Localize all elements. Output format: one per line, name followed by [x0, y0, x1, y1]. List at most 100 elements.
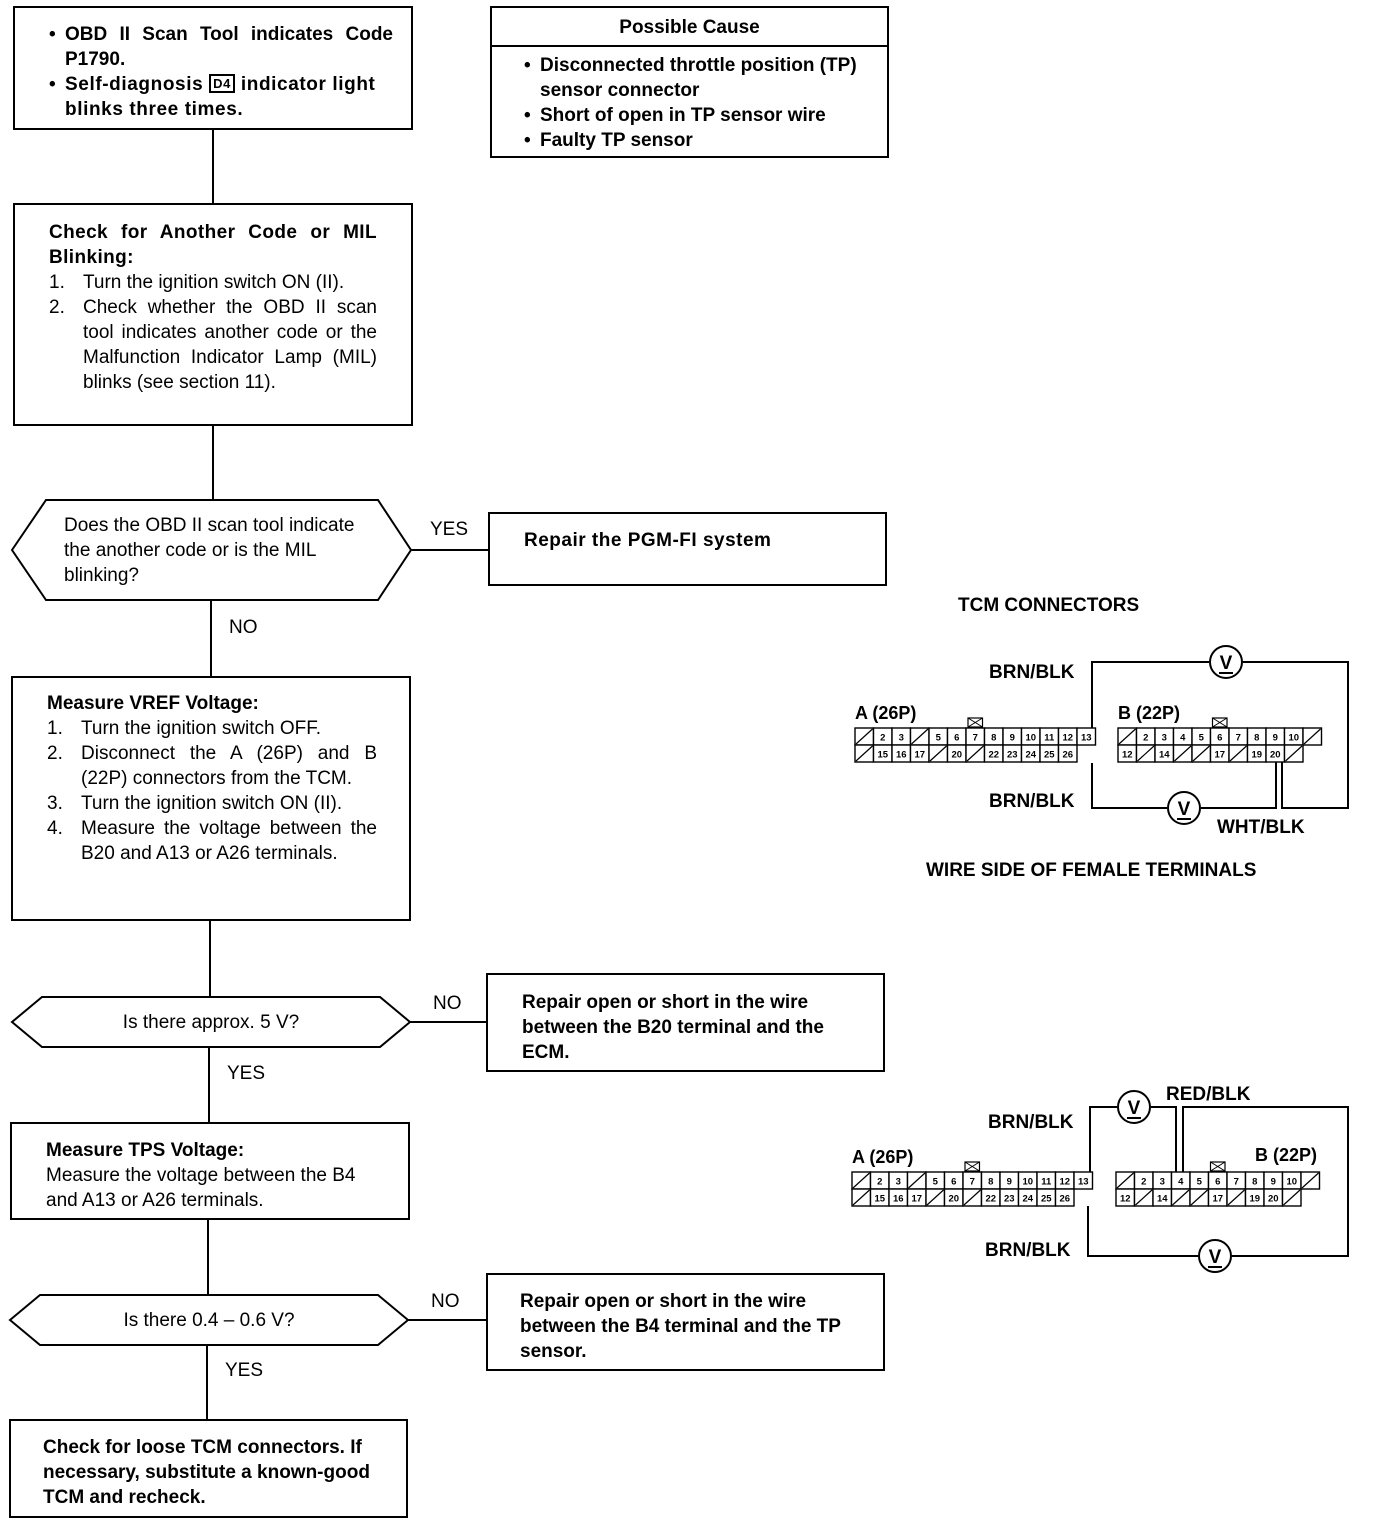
vref-title: Measure VREF Voltage:: [47, 693, 259, 714]
diagram1-caption: WIRE SIDE OF FEMALE TERMINALS: [926, 860, 1256, 881]
terminal-label: 20: [1270, 750, 1281, 761]
terminal-cell: [1076, 727, 1097, 746]
terminal-label: 17: [914, 750, 925, 761]
decision3-shape: [8, 1294, 410, 1346]
terminal-label: 15: [877, 750, 888, 761]
step-number: 3.: [47, 793, 63, 814]
diagram2-conn-b-label: B (22P): [1255, 1145, 1317, 1165]
empty-terminal-slash: [855, 745, 873, 762]
step-text: Turn the ignition switch OFF.: [81, 718, 322, 739]
terminal-label: 17: [1214, 750, 1225, 761]
voltmeter-top-glyph: V: [1220, 653, 1233, 674]
terminal-label: 17: [911, 1194, 922, 1205]
terminal-label: 2: [1141, 1177, 1146, 1188]
terminal-label: 5: [936, 733, 942, 744]
possible-cause-title: Possible Cause: [492, 8, 887, 47]
check-step: 2. Check whether the OBD II scan tool in…: [49, 295, 377, 395]
terminal-label: 16: [893, 1194, 904, 1205]
repair-b20-text: Repair open or short in the wire between…: [522, 992, 824, 1063]
terminal-label: 4: [1178, 1177, 1184, 1188]
diagram1-wire-bottom-label: BRN/BLK: [989, 791, 1075, 812]
empty-terminal-slash: [1227, 1189, 1245, 1206]
terminal-label: 8: [988, 1177, 993, 1188]
diagram1-voltmeter-bottom: V: [1167, 791, 1201, 825]
empty-terminal-slash: [926, 1189, 944, 1206]
terminal-label: 16: [896, 750, 907, 761]
repair-b4-box: Repair open or short in the wire between…: [486, 1273, 885, 1371]
diagram1-voltmeter-top: V: [1209, 645, 1243, 679]
terminal-cell: [1054, 1188, 1075, 1207]
decision2-yes-label: YES: [227, 1063, 266, 1084]
terminal-label: 13: [1078, 1177, 1089, 1188]
terminal-label: 3: [1160, 1177, 1165, 1188]
terminal-label: 2: [1143, 733, 1148, 744]
repair-b4-text: Repair open or short in the wire between…: [520, 1291, 841, 1362]
terminal-label: 22: [988, 750, 999, 761]
decision2-shape: [10, 996, 412, 1048]
diagram2-wire-bottom-label: BRN/BLK: [985, 1240, 1071, 1261]
terminal-label: 5: [933, 1177, 939, 1188]
diagram1-wire-right-label: WHT/BLK: [1217, 817, 1305, 838]
check-code-box: Check for Another Code or MIL Blinking: …: [13, 203, 413, 426]
empty-terminal-slash: [1172, 1189, 1190, 1206]
lock-tab-cross: [1212, 717, 1228, 728]
terminal-label: 14: [1157, 1194, 1168, 1205]
vref-step: 4. Measure the voltage between the B20 a…: [47, 816, 377, 866]
terminal-label: 10: [1288, 733, 1299, 744]
decision3-no-label: NO: [431, 1291, 460, 1312]
diagram2-red-label: RED/BLK: [1166, 1084, 1251, 1105]
terminal-label: 26: [1059, 1194, 1070, 1205]
terminal-label: 20: [951, 750, 962, 761]
step-text: Turn the ignition switch ON (II).: [81, 793, 343, 814]
voltmeter-bottom-glyph: V: [1209, 1247, 1222, 1268]
decision1-shape: [10, 499, 413, 601]
terminal-label: 6: [1215, 1177, 1220, 1188]
terminal-label: 9: [1273, 733, 1278, 744]
decision3-yes-label: YES: [225, 1360, 264, 1381]
empty-terminal-slash: [1137, 745, 1155, 762]
diagram1-wires: [1091, 661, 1349, 809]
terminal-label: 24: [1025, 750, 1036, 761]
terminal-label: 6: [954, 733, 959, 744]
empty-terminal-slash: [911, 728, 929, 745]
decision1-yes-label: YES: [430, 519, 469, 540]
terminal-label: 12: [1062, 733, 1073, 744]
terminal-label: 7: [1234, 1177, 1239, 1188]
terminal-label: 4: [1180, 733, 1186, 744]
tps-text: Measure the voltage between the B4 and A…: [46, 1165, 356, 1211]
terminal-label: 7: [970, 1177, 975, 1188]
self-diagnosis-text: Self-diagnosis: [65, 74, 204, 95]
empty-terminal-slash: [1229, 745, 1247, 762]
tps-title: Measure TPS Voltage:: [46, 1140, 245, 1161]
terminal-label: 12: [1120, 1194, 1131, 1205]
empty-terminal-slash: [1301, 1172, 1319, 1189]
terminal-label: 9: [1271, 1177, 1276, 1188]
tps-box: Measure TPS Voltage: Measure the voltage…: [10, 1122, 410, 1220]
start-bullet-code: OBD II Scan Tool indicates Code P1790.: [49, 22, 393, 72]
terminal-label: 12: [1122, 750, 1133, 761]
decision2-text: Is there approx. 5 V?: [122, 1012, 300, 1033]
diagram2-wires: [1087, 1106, 1349, 1257]
step-text: Turn the ignition switch ON (II).: [83, 272, 345, 293]
terminal-label: 19: [1249, 1194, 1260, 1205]
terminal-label: 6: [951, 1177, 956, 1188]
terminal-label: 9: [1007, 1177, 1012, 1188]
diagram1-conn-b-label: B (22P): [1118, 703, 1180, 723]
empty-terminal-slash: [852, 1172, 870, 1189]
terminal-label: 3: [899, 733, 904, 744]
step-number: 2.: [49, 297, 65, 318]
terminal-label: 23: [1004, 1194, 1015, 1205]
terminal-label: 5: [1199, 733, 1205, 744]
terminal-label: 7: [1236, 733, 1241, 744]
terminal-label: 25: [1041, 1194, 1052, 1205]
terminal-label: 20: [1268, 1194, 1279, 1205]
empty-terminal-slash: [1174, 745, 1192, 762]
terminal-label: 25: [1044, 750, 1055, 761]
cause-item-sensor: Faulty TP sensor: [524, 128, 873, 153]
step-number: 4.: [47, 818, 63, 839]
terminal-label: 22: [985, 1194, 996, 1205]
final-check-box: Check for loose TCM connectors. If neces…: [9, 1419, 408, 1518]
terminal-label: 24: [1022, 1194, 1033, 1205]
